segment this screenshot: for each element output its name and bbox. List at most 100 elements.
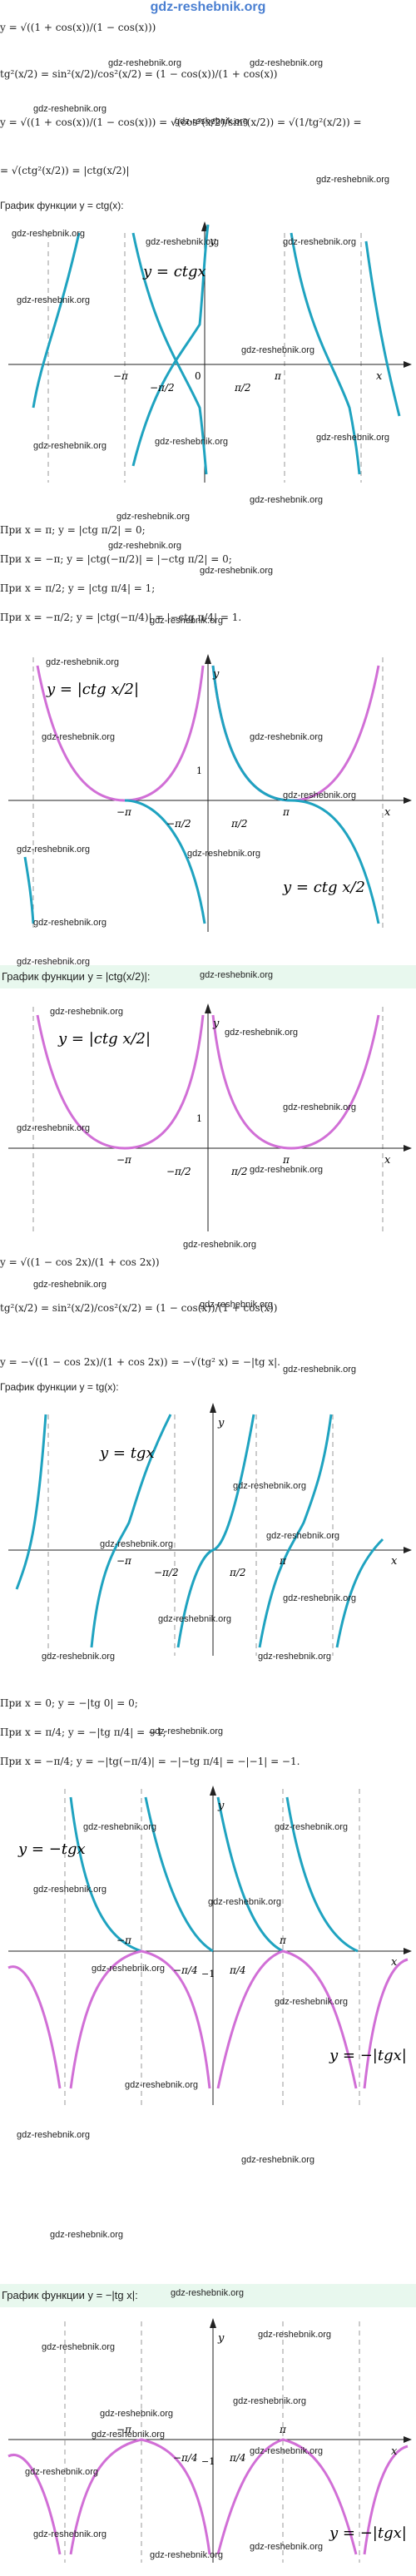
watermark: gdz-reshebnik.org xyxy=(175,116,249,126)
site-title[interactable]: gdz-reshebnik.org xyxy=(150,0,266,14)
watermark: gdz-reshebnik.org xyxy=(183,1240,257,1250)
watermark: gdz-reshebnik.org xyxy=(42,1652,116,1662)
svg-text:1: 1 xyxy=(196,1113,202,1124)
watermark: gdz-reshebnik.org xyxy=(33,1280,107,1290)
watermark: gdz-reshebnik.org xyxy=(17,2130,91,2140)
watermark: gdz-reshebnik.org xyxy=(208,1897,282,1907)
watermark: gdz-reshebnik.org xyxy=(116,512,191,522)
formula-4: = √(ctg²(x/2)) = |ctg(x/2)| xyxy=(0,165,130,176)
svg-text:y = −|tgx|: y = −|tgx| xyxy=(329,2047,407,2064)
watermark: gdz-reshebnik.org xyxy=(42,732,116,742)
watermark: gdz-reshebnik.org xyxy=(108,541,182,551)
watermark: gdz-reshebnik.org xyxy=(83,1822,157,1832)
svg-text:π/4: π/4 xyxy=(229,2452,246,2464)
watermark: gdz-reshebnik.org xyxy=(250,732,324,742)
graph-tg: y = tgx x y −π −π/2 π/2 π xyxy=(8,1403,412,1656)
watermark: gdz-reshebnik.org xyxy=(50,2230,124,2240)
watermark: gdz-reshebnik.org xyxy=(275,1997,349,2007)
svg-text:π/2: π/2 xyxy=(230,1166,248,1177)
svg-text:π/2: π/2 xyxy=(234,382,251,394)
svg-text:y: y xyxy=(212,668,220,681)
label-graph-ctg: График функции y = ctg(x): xyxy=(0,200,124,211)
svg-text:π/4: π/4 xyxy=(229,1964,246,1976)
svg-text:y = ctg x/2: y = ctg x/2 xyxy=(282,879,365,896)
calc-7: При x = −π/4; y = −|tg(−π/4)| = −|−tg π/… xyxy=(0,1756,300,1767)
svg-text:−π/2: −π/2 xyxy=(166,818,191,830)
watermark: gdz-reshebnik.org xyxy=(283,237,357,247)
svg-text:0: 0 xyxy=(195,370,201,382)
svg-text:π/2: π/2 xyxy=(229,1567,246,1578)
watermark: gdz-reshebnik.org xyxy=(200,1300,274,1310)
watermark: gdz-reshebnik.org xyxy=(17,1123,91,1133)
watermark: gdz-reshebnik.org xyxy=(283,1102,357,1112)
watermark: gdz-reshebnik.org xyxy=(25,2467,99,2477)
watermark: gdz-reshebnik.org xyxy=(250,2542,324,2552)
svg-text:y = −tgx: y = −tgx xyxy=(17,1840,86,1858)
svg-text:−1: −1 xyxy=(201,2456,215,2467)
watermark: gdz-reshebnik.org xyxy=(171,2288,245,2298)
watermark: gdz-reshebnik.org xyxy=(233,2396,307,2406)
svg-text:x: x xyxy=(384,1154,391,1167)
formula-7: y = −√((1 − cos 2x)/(1 + cos 2x)) = −√(t… xyxy=(0,1356,280,1368)
heading-graph-neg-abs-tg: График функции y = −|tg x|: xyxy=(0,2284,416,2307)
svg-text:π: π xyxy=(279,1555,287,1567)
svg-text:π: π xyxy=(279,1934,287,1946)
svg-text:−π/4: −π/4 xyxy=(173,2452,198,2464)
svg-text:y = tgx: y = tgx xyxy=(99,1444,155,1462)
svg-text:−π/2: −π/2 xyxy=(154,1567,179,1578)
svg-text:x: x xyxy=(384,806,391,819)
svg-text:π: π xyxy=(279,2424,287,2435)
watermark: gdz-reshebnik.org xyxy=(33,104,107,114)
svg-text:−π/4: −π/4 xyxy=(173,1964,198,1976)
watermark: gdz-reshebnik.org xyxy=(250,2446,324,2456)
formula-1: y = √((1 + cos(x))/(1 − cos(x))) xyxy=(0,22,156,33)
graph-ctg-function-label: y = ctgx xyxy=(142,263,206,280)
watermark: gdz-reshebnik.org xyxy=(266,1531,340,1541)
formula-5: y = √((1 − cos 2x)/(1 + cos 2x)) xyxy=(0,1256,160,1268)
watermark: gdz-reshebnik.org xyxy=(92,1964,166,1974)
watermark: gdz-reshebnik.org xyxy=(100,2409,174,2419)
svg-text:−π: −π xyxy=(113,370,129,382)
watermark: gdz-reshebnik.org xyxy=(33,441,107,451)
formula-3: y = √((1 + cos(x))/(1 − cos(x))) = √(cos… xyxy=(0,116,362,128)
watermark: gdz-reshebnik.org xyxy=(33,2529,107,2539)
svg-text:−π: −π xyxy=(116,1934,132,1946)
watermark: gdz-reshebnik.org xyxy=(42,2342,116,2352)
watermark: gdz-reshebnik.org xyxy=(17,295,91,305)
watermark: gdz-reshebnik.org xyxy=(275,1822,349,1832)
graph-abs-ctg-half: y = |ctg x/2| y = ctg x/2 x y 1 −π −π/2 … xyxy=(8,654,412,932)
svg-text:−π/2: −π/2 xyxy=(150,382,175,394)
svg-text:−π: −π xyxy=(116,1555,132,1567)
watermark: gdz-reshebnik.org xyxy=(155,437,229,447)
watermark: gdz-reshebnik.org xyxy=(250,1165,324,1175)
watermark: gdz-reshebnik.org xyxy=(241,345,315,355)
svg-text:y: y xyxy=(217,2332,225,2345)
graph-neg-abs-tg-compare: y = −tgx y = −|tgx| x y −1 −π −π/4 π/4 π xyxy=(7,1786,412,2105)
watermark: gdz-reshebnik.org xyxy=(250,58,324,68)
watermark: gdz-reshebnik.org xyxy=(158,1614,232,1624)
watermark: gdz-reshebnik.org xyxy=(283,1365,357,1375)
svg-text:π: π xyxy=(274,370,282,382)
svg-text:x: x xyxy=(391,1956,398,1969)
watermark: gdz-reshebnik.org xyxy=(50,1007,124,1017)
watermark: gdz-reshebnik.org xyxy=(283,1593,357,1603)
svg-text:π/2: π/2 xyxy=(230,818,248,830)
watermark: gdz-reshebnik.org xyxy=(250,495,324,505)
svg-text:π: π xyxy=(282,1154,290,1166)
watermark: gdz-reshebnik.org xyxy=(150,1726,224,1736)
label-graph-tg: График функции y = tg(x): xyxy=(0,1381,119,1393)
svg-text:y: y xyxy=(212,1018,220,1030)
watermark: gdz-reshebnik.org xyxy=(146,237,220,247)
watermark: gdz-reshebnik.org xyxy=(187,849,261,859)
watermark: gdz-reshebnik.org xyxy=(100,1539,174,1549)
heading-graph-abs-ctg: График функции y = |ctg(x/2)|: xyxy=(0,965,416,988)
watermark: gdz-reshebnik.org xyxy=(12,229,86,239)
watermark: gdz-reshebnik.org xyxy=(258,1652,332,1662)
watermark: gdz-reshebnik.org xyxy=(125,2080,199,2090)
svg-text:x: x xyxy=(376,370,383,383)
svg-text:−1: −1 xyxy=(201,1969,215,1979)
formula-2: tg²(x/2) = sin²(x/2)/cos²(x/2) = (1 − co… xyxy=(0,68,278,80)
calc-5: При x = 0; y = −|tg 0| = 0; xyxy=(0,1697,138,1709)
calc-6: При x = π/4; y = −|tg π/4| = −1; xyxy=(0,1726,166,1738)
watermark: gdz-reshebnik.org xyxy=(258,2330,332,2340)
